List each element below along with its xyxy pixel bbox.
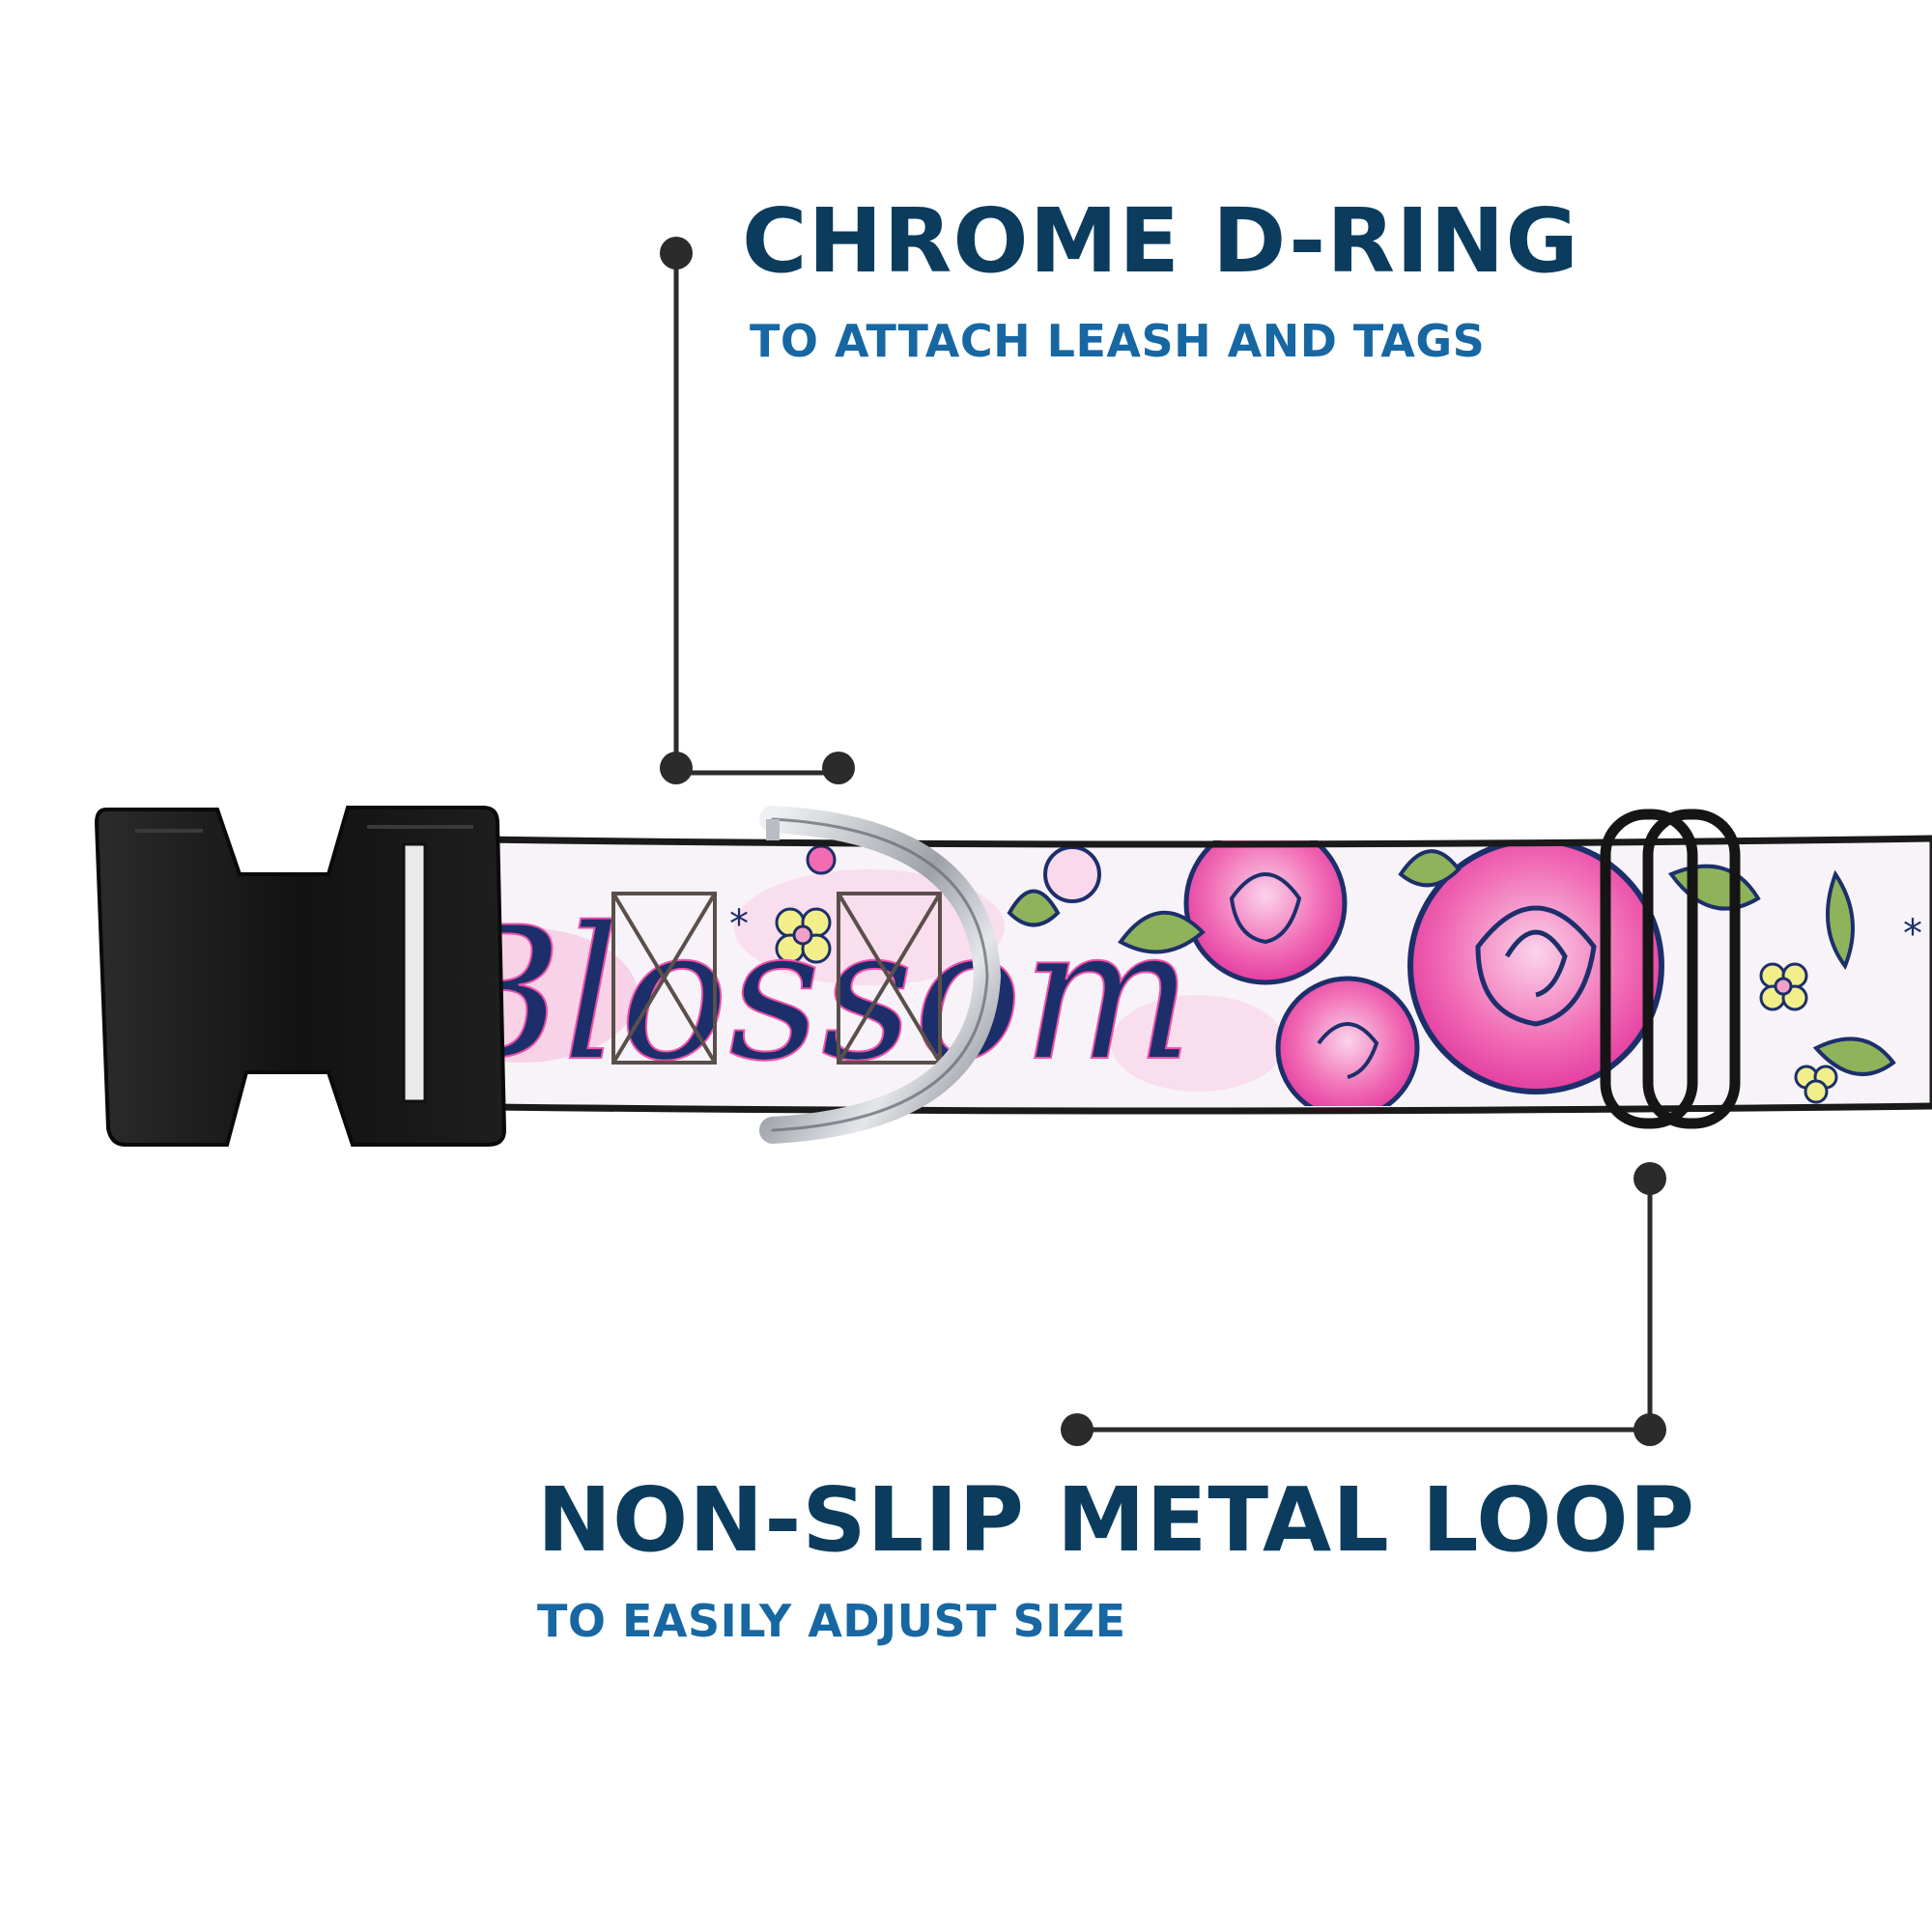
rose-large [1407,840,1664,1094]
loop-leader-dot-right [1634,1413,1666,1446]
collar-print-text: Blossom [427,888,1193,1101]
rose-bottom [1275,976,1420,1106]
loop-callout-title: NON-SLIP METAL LOOP [537,1468,1696,1572]
svg-text:*: * [729,902,749,947]
svg-text:*: * [1903,912,1922,956]
d-ring-leader-dot-top [660,237,693,270]
d-ring-callout-title: CHROME D-RING [742,189,1579,293]
box-stitch [611,892,942,1065]
d-ring-leader-line [673,253,838,776]
yellow-flowers [775,907,1838,1104]
slide-loop-icon [1600,809,1741,1129]
loop-leader-dot-top [1634,1162,1666,1195]
rose-top [1183,840,1348,985]
loop-leader-line [1077,1179,1653,1433]
d-ring-icon [759,806,1002,1144]
d-ring-leader-dot-right [822,752,855,784]
d-ring-callout-subtitle: TO ATTACH LEASH AND TAGS [750,315,1486,367]
asterisks: * * [729,902,1922,956]
loop-callout-subtitle: TO EASILY ADJUST SIZE [537,1595,1126,1647]
collar-strap: * * Blossom [412,835,1932,1115]
plastic-buckle-icon [94,806,507,1147]
loop-leader-dot-left [1061,1413,1094,1446]
d-ring-leader-dot-left [660,752,693,784]
